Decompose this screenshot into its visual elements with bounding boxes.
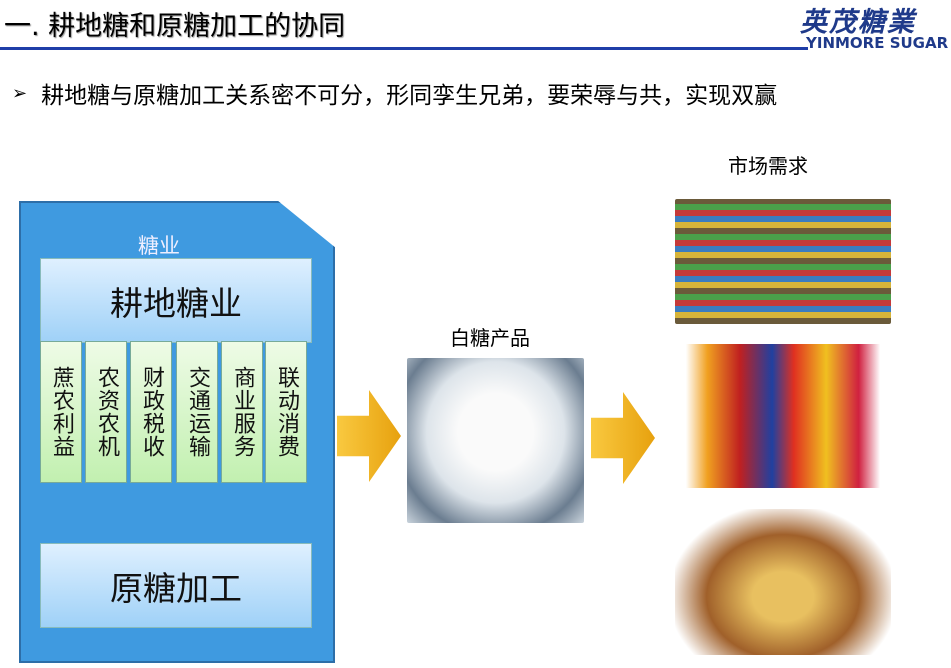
column-agri-supplies: 农资农机 — [85, 341, 127, 483]
market-demand-label: 市场需求 — [728, 154, 808, 178]
bullet-point: ➢ 耕地糖与原糖加工关系密不可分，形同孪生兄弟，要荣辱与共，实现双赢 — [12, 76, 777, 110]
food-platter-image — [675, 509, 891, 655]
column-commerce: 商业服务 — [221, 341, 263, 483]
bullet-arrow-icon: ➢ — [12, 82, 28, 104]
logo-chinese: 英茂糖業 — [800, 7, 916, 38]
column-consumption: 联动消费 — [265, 341, 307, 483]
arrow-right-icon — [337, 390, 401, 482]
supermarket-image — [675, 199, 891, 324]
column-farmer-benefit: 蔗农利益 — [40, 341, 82, 483]
beverages-image — [675, 344, 891, 488]
sugar-industry-label: 糖业 — [138, 234, 180, 258]
white-sugar-label: 白糖产品 — [450, 326, 530, 350]
arrow-right-icon — [591, 392, 655, 484]
raw-sugar-processing-panel: 原糖加工 — [40, 543, 312, 628]
farmland-sugar-panel: 耕地糖业 — [40, 258, 312, 343]
title-divider — [0, 47, 808, 50]
logo-english: YINMORE SUGAR — [806, 34, 949, 52]
white-sugar-image — [407, 358, 584, 523]
slide-title: 一. 耕地糖和原糖加工的协同 — [4, 11, 346, 42]
bullet-text: 耕地糖与原糖加工关系密不可分，形同孪生兄弟，要荣辱与共，实现双赢 — [41, 83, 778, 109]
column-transport: 交通运输 — [176, 341, 218, 483]
column-fiscal-tax: 财政税收 — [130, 341, 172, 483]
